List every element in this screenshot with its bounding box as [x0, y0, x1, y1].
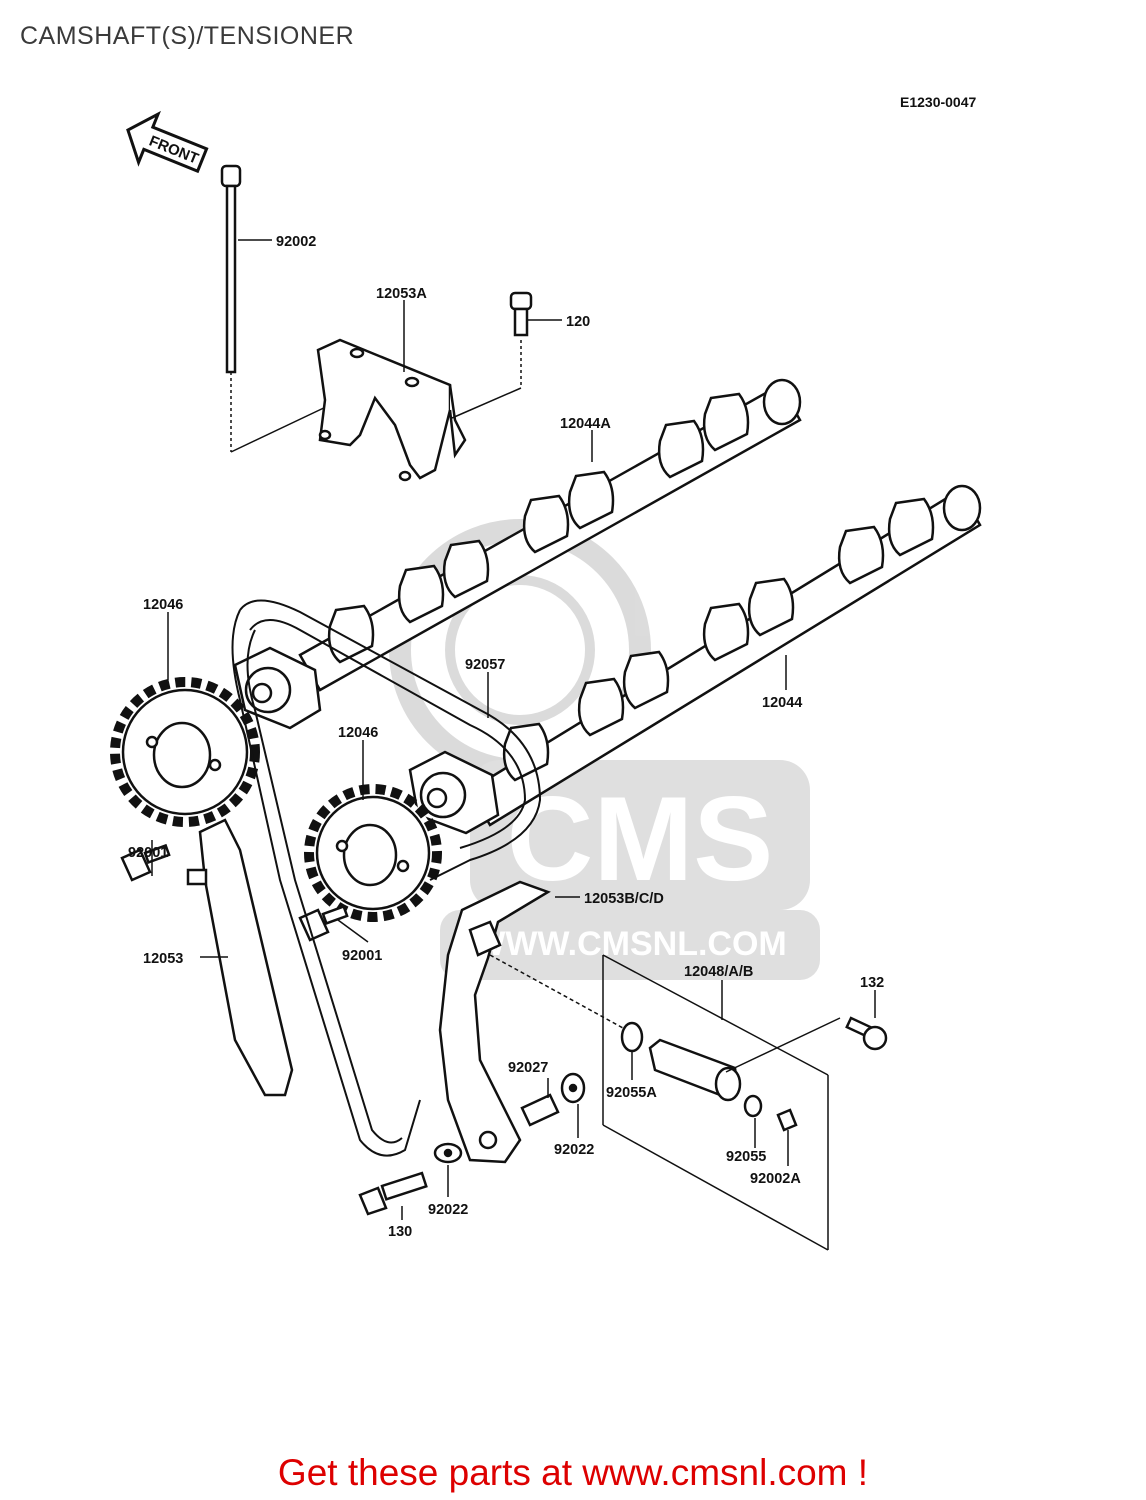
footer-link[interactable]: Get these parts at www.cmsnl.com !: [0, 1452, 1146, 1494]
bolt-92001-left: [120, 843, 171, 882]
footer-link-text[interactable]: Get these parts at www.cmsnl.com !: [277, 1452, 869, 1493]
callout-92055A: 92055A: [606, 1085, 657, 1101]
bolt-92001-middle: [298, 904, 349, 942]
callout-12044: 12044: [762, 695, 802, 711]
collar-92027: [520, 1093, 560, 1127]
page-title: CAMSHAFT(S)/TENSIONER: [20, 22, 355, 50]
sprocket-12046-lower: [304, 784, 442, 922]
leader-lines: [151, 239, 876, 1220]
cam-flange-lower: [408, 750, 500, 835]
long-bolt-92002: [220, 164, 331, 453]
chain-guide-12053: [186, 818, 294, 1097]
callout-120: 120: [566, 314, 590, 330]
washer-92022-bottom: [433, 1142, 463, 1164]
front-arrow-icon: FRONT: [126, 110, 209, 174]
callout-12044A: 12044A: [560, 416, 611, 432]
callout-132: 132: [860, 975, 884, 991]
callout-12053: 12053: [143, 951, 183, 967]
callout-12053BCD: 12053B/C/D: [584, 891, 664, 907]
cam-flange-upper: [233, 646, 322, 730]
callout-92027: 92027: [508, 1060, 548, 1076]
callout-92055: 92055: [726, 1149, 766, 1165]
tensioner-kit-outline: [489, 954, 841, 1251]
tensioner-12048AB: [648, 1038, 742, 1102]
callout-92057: 92057: [465, 657, 505, 673]
callout-130: 130: [388, 1224, 412, 1240]
camshaft-12044: [468, 484, 982, 827]
callout-92002: 92002: [276, 234, 316, 250]
callout-12046-top: 12046: [143, 597, 183, 613]
watermark-logo: CMS: [507, 772, 774, 906]
callout-12046-mid: 12046: [338, 725, 378, 741]
callout-92022-right: 92022: [554, 1142, 594, 1158]
watermark-url: WWW.CMSNL.COM: [473, 925, 787, 963]
diagram-code: E1230-0047: [900, 94, 977, 110]
bolt-132: [845, 1016, 888, 1051]
cam-chain-92057: [231, 599, 542, 1157]
o-ring-92055: [743, 1094, 763, 1118]
callout-12053A: 12053A: [376, 286, 427, 302]
cam-bracket-12053A: [316, 338, 467, 482]
tensioner-arm-12053BCD: [438, 880, 551, 1164]
callout-92002A: 92002A: [750, 1171, 801, 1187]
callout-92001-mid: 92001: [342, 948, 382, 964]
sprocket-12046-upper: [110, 677, 260, 827]
bolt-130: [358, 1171, 428, 1216]
o-ring-92055A: [620, 1021, 644, 1053]
callout-92001-left: 92001: [128, 845, 168, 861]
callout-92022-bottom: 92022: [428, 1202, 468, 1218]
plug-92002A: [776, 1108, 798, 1132]
callout-12048AB: 12048/A/B: [684, 964, 753, 980]
bolt-120: [451, 291, 533, 419]
washer-92022-right: [560, 1072, 586, 1104]
